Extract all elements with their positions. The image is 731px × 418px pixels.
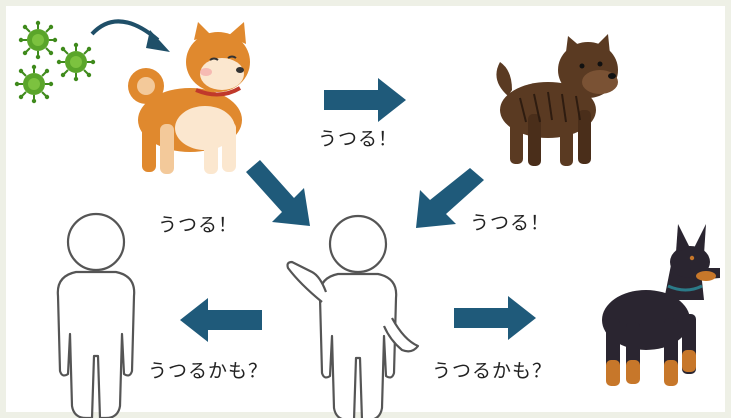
person-pointing-icon [286,214,420,418]
doberman-dog-icon [602,224,720,386]
virus-icon [13,19,97,105]
arrow-down-left-icon [416,168,484,228]
label-spread-dog-to-dog: うつる！ [318,128,399,150]
akita-dog-icon [128,22,250,174]
label-spread-dog1-to-person: うつる！ [158,214,239,236]
label-maybe-to-dog: うつるかも？ [432,360,553,382]
brindle-dog-icon [496,34,618,166]
label-maybe-to-person: うつるかも？ [148,360,269,382]
label-spread-dog2-to-person: うつる！ [470,212,551,234]
curved-arrow-icon [90,19,170,52]
person-icon [56,212,136,418]
arrow-down-right-icon [246,160,310,226]
arrow-right-icon [454,296,536,340]
arrow-left-icon [180,298,262,342]
arrow-right-icon [324,78,406,122]
